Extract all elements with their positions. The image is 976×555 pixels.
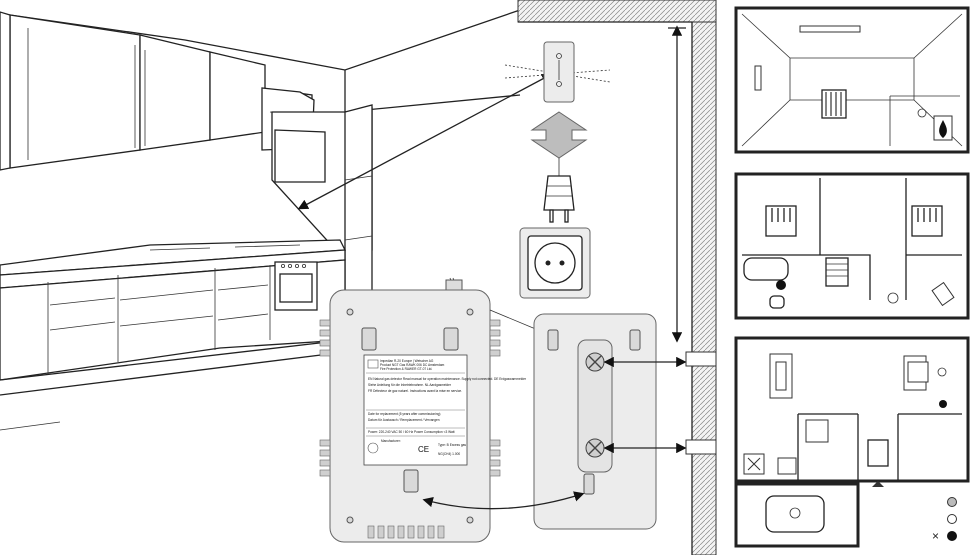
mounting-plate <box>533 313 657 530</box>
label-ce: CE <box>418 445 429 454</box>
detector-back: Impedian R-20 Europe | Wetscher AG Produ… <box>319 277 527 543</box>
legend-white-dot <box>947 514 957 524</box>
label-line2: Product NGT Gas RAWK 006 DC Amsterdam <box>380 363 445 367</box>
floor-plan-garage <box>734 482 860 548</box>
placement-arrow <box>297 73 553 210</box>
mount-curved-arrow <box>422 491 585 510</box>
label-serial: NG(CH4) 1.000 <box>438 452 460 456</box>
wall-socket <box>519 227 591 299</box>
label-date: Date for replacement (5 years after comm… <box>368 412 440 416</box>
label-para1: EN Natural gas detector Read manual for … <box>368 377 527 381</box>
label-power: Power: 220-240 VAC 50 / 60 Hz Power Cons… <box>368 430 455 434</box>
label-para2: Siehe Anleitung für die Inbetriebnahme. … <box>368 383 452 387</box>
wall-section <box>517 0 717 555</box>
label-manufacturer: Manufacturer: <box>381 439 401 443</box>
label-para3: FR Détecteur de gaz naturel. Instruction… <box>368 389 462 393</box>
legend-black-dot <box>947 531 957 541</box>
floor-plan-attic <box>734 6 970 154</box>
label-replace: Datum für Austausch / Remplacement / Ver… <box>368 418 440 422</box>
power-plug <box>543 158 575 223</box>
floor-plan-first <box>734 172 970 320</box>
legend-grey-dot <box>947 497 957 507</box>
legend-cross: × <box>932 529 939 543</box>
floor-plan-ground <box>734 336 970 487</box>
label-line1: Impedian R-20 Europe | Wetscher AG <box>380 359 434 363</box>
detector-top-view <box>504 41 611 103</box>
label-type: Type: B Excess gas <box>438 443 466 447</box>
connection-double-arrow <box>530 111 588 159</box>
legend: × <box>932 497 957 543</box>
label-line3: Fire Protection & RAWER GT-07 Ltd. <box>380 367 432 371</box>
